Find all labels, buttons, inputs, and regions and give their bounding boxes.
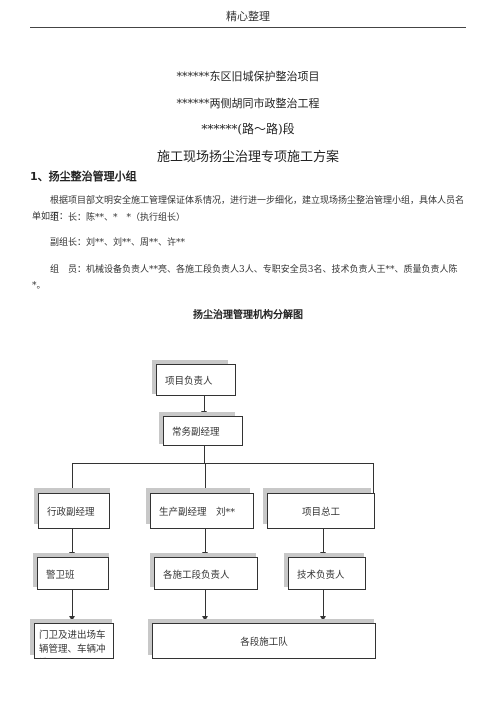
node-label: 各施工段负责人 [163,569,230,581]
node-tech-lead: 技术负责人 [288,557,366,590]
connector [205,463,206,493]
org-chart-title: 扬尘治理管理机构分解图 [193,310,303,321]
connector [204,446,205,463]
node-label: 行政副经理 [47,507,95,518]
connector [72,463,374,464]
node-label: 各段施工队 [240,637,288,648]
intro-paragraph: 根据项目部文明安全施工管理保证体系情况，进行进一步细化，建立现场扬尘整治管理小组… [32,196,465,222]
project-subtitle: ******两侧胡同市政整治工程 [176,97,320,110]
node-chief-engineer: 项目总工 [267,493,375,529]
node-label: 项目总工 [301,507,340,518]
connector [72,529,73,554]
section-range: ******(路～路)段 [201,122,295,136]
connector [204,396,205,413]
node-prod-deputy: 生产副经理 刘** [150,493,254,529]
document-title: 施工现场扬尘治理专项施工方案 [156,150,339,165]
deputy-line: 副组长：刘**、刘**、周**、许** [50,238,186,248]
node-label: 生产副经理 刘** [159,507,236,518]
arrow-icon [69,616,75,621]
connector [72,590,73,618]
project-title: ******东区旧城保护整治项目 [176,70,320,83]
arrow-icon [202,616,208,621]
connector [72,463,73,493]
node-section-leads: 各施工段负责人 [154,557,258,590]
connector [373,463,374,493]
members-paragraph: 组 员：机械设备负责人**亮、各施工段负责人3人、专职安全员3名、技术负责人王*… [32,265,458,291]
node-label: 常务副经理 [172,427,220,438]
node-admin-deputy: 行政副经理 [38,493,110,529]
node-work-teams: 各段施工队 [152,623,376,659]
leader-line: 组 长：陈**、* *（执行组长） [50,213,186,223]
section-heading: 1、扬尘整治管理小组 [30,170,137,183]
arrow-icon [320,616,326,621]
node-exec-deputy: 常务副经理 [163,416,243,446]
connector [205,529,206,554]
connector [205,590,206,618]
node-guard-team: 警卫班 [37,557,109,590]
node-label: 项目负责人 [165,376,213,387]
page-header: 精心整理 [226,10,270,23]
connector [323,590,324,618]
node-label: 技术负责人 [297,569,345,581]
header-divider [30,27,466,28]
node-project-lead: 项目负责人 [156,364,236,396]
node-gate-management: 门卫及进出场车辆管理、车辆冲洗 [34,623,114,659]
node-label: 门卫及进出场车辆管理、车辆冲洗 [39,630,106,655]
node-label: 警卫班 [46,569,75,581]
connector [323,529,324,554]
